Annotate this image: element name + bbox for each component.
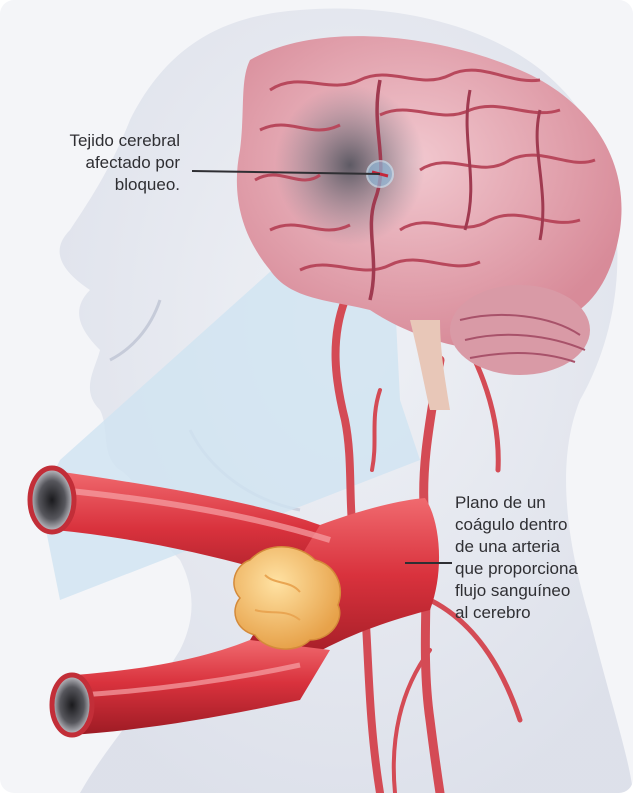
artery-opening-upper bbox=[30, 468, 74, 532]
callout-brain-tissue: Tejido cerebral afectado por bloqueo. bbox=[20, 130, 180, 196]
artery-opening-lower bbox=[52, 675, 92, 735]
callout-artery-clot: Plano de un coágulo dentro de una arteri… bbox=[455, 492, 625, 624]
